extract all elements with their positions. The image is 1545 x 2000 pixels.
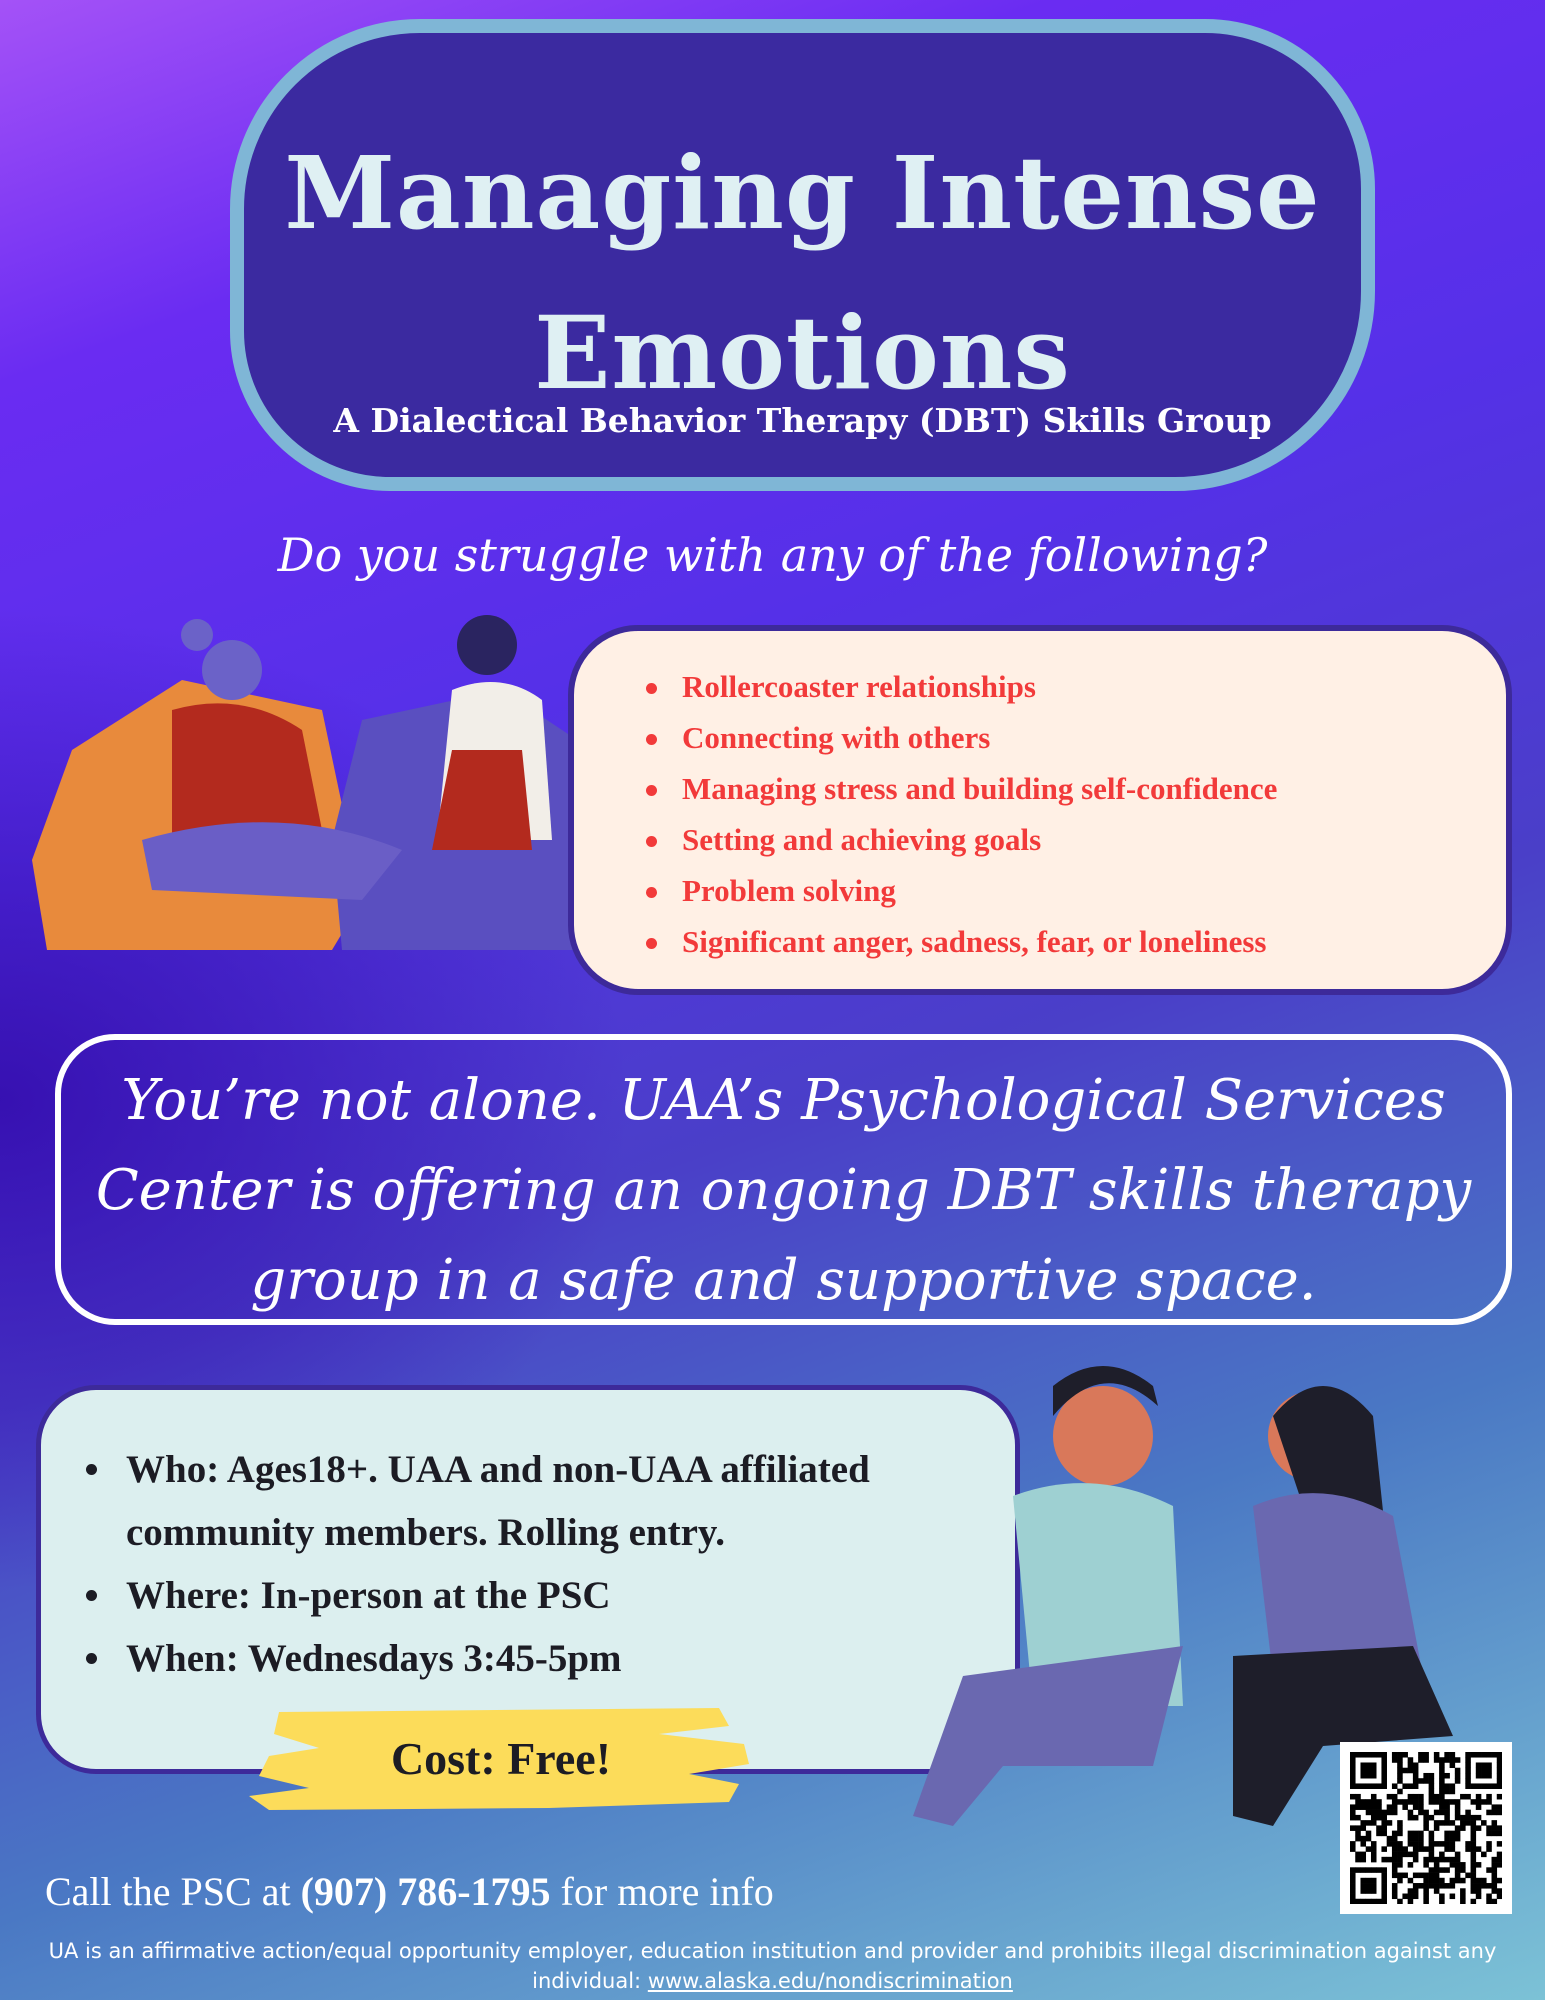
contact-suffix: for more info <box>560 1869 774 1914</box>
question-heading: Do you struggle with any of the followin… <box>277 528 1268 582</box>
contact-prefix: Call the PSC at <box>45 1869 291 1914</box>
qr-code[interactable] <box>1340 1742 1512 1914</box>
qr-pattern <box>1350 1752 1503 1905</box>
title-line-1: Managing Intense <box>284 134 1321 252</box>
detail-when: When: Wednesdays 3:45-5pm <box>86 1627 986 1690</box>
struggles-list: Rollercoaster relationships Connecting w… <box>645 661 1277 967</box>
list-item: Significant anger, sadness, fear, or lon… <box>645 916 1277 967</box>
support-illustration <box>913 1366 1453 1826</box>
cost-label: Cost: Free! <box>390 1733 612 1784</box>
disclaimer: UA is an affirmative action/equal opport… <box>0 1936 1545 1996</box>
details-list: Who: Ages18+. UAA and non-UAA affiliated… <box>86 1438 986 1690</box>
list-item: Rollercoaster relationships <box>645 661 1277 712</box>
message-box: You’re not alone. UAA’s Psychological Se… <box>55 1034 1512 1325</box>
conversation-illustration <box>32 615 652 950</box>
subtitle: A Dialectical Behavior Therapy (DBT) Ski… <box>333 401 1272 440</box>
nondiscrimination-link[interactable]: www.alaska.edu/nondiscrimination <box>647 1969 1013 1993</box>
list-item: Problem solving <box>645 865 1277 916</box>
message-line: group in a safe and supportive space. <box>250 1248 1317 1313</box>
contact-line: Call the PSC at (907) 786-1795 for more … <box>45 1868 774 1915</box>
detail-where: Where: In-person at the PSC <box>86 1564 986 1627</box>
title-line-2: Emotions <box>534 294 1071 412</box>
cost-highlight: Cost: Free! <box>249 1704 753 1812</box>
yellow-brush-stroke <box>249 1708 749 1810</box>
message-line: You’re not alone. UAA’s Psychological Se… <box>121 1068 1446 1133</box>
struggles-list-box: Rollercoaster relationships Connecting w… <box>568 625 1512 995</box>
phone-number[interactable]: (907) 786-1795 <box>300 1869 551 1914</box>
detail-who: Who: Ages18+. UAA and non-UAA affiliated… <box>86 1438 986 1564</box>
list-item: Setting and achieving goals <box>645 814 1277 865</box>
details-box: Who: Ages18+. UAA and non-UAA affiliated… <box>36 1385 1020 1774</box>
disclaimer-text: UA is an affirmative action/equal opport… <box>48 1939 1497 1993</box>
list-item: Managing stress and building self-confid… <box>645 763 1277 814</box>
message-line: Center is offering an ongoing DBT skills… <box>95 1158 1472 1223</box>
list-item: Connecting with others <box>645 712 1277 763</box>
